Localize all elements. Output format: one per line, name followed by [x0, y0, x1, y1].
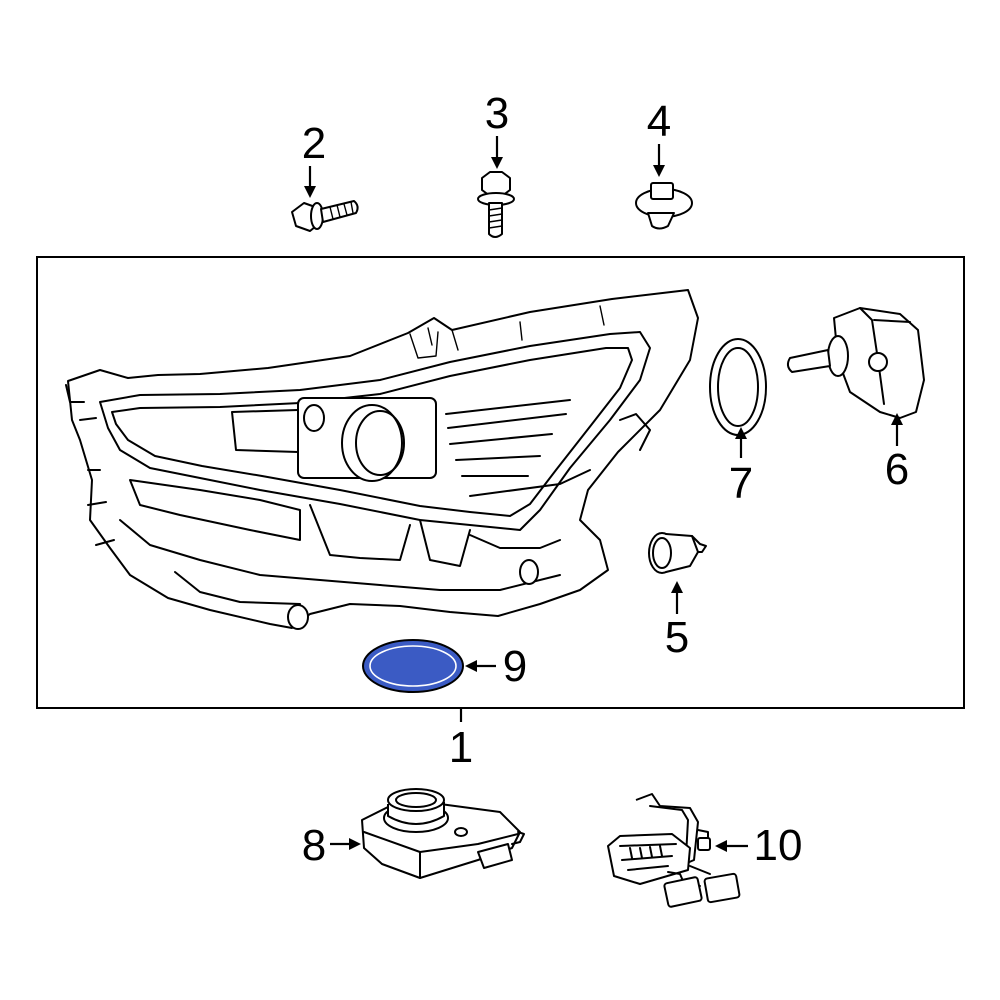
callout-4: 4 [647, 97, 671, 146]
callout-5-arrow [671, 581, 683, 614]
callout-8-arrow [330, 838, 361, 850]
callout-9-arrow [465, 660, 496, 672]
callout-3: 3 [485, 89, 509, 138]
callout-9: 9 [503, 642, 527, 691]
callout-2: 2 [302, 119, 326, 168]
part-3-bolt[interactable] [477, 171, 515, 238]
callout-7-arrow [735, 427, 747, 458]
headlamp-assembly[interactable] [65, 289, 699, 630]
part-10-wiring-harness[interactable] [607, 793, 741, 908]
callout-5: 5 [665, 613, 689, 662]
callout-8: 8 [302, 821, 326, 870]
callout-10-arrow [715, 840, 748, 852]
part-6-bulb-socket[interactable] [786, 307, 925, 419]
callout-3-arrow [491, 136, 503, 169]
part-8-driver-module[interactable] [361, 788, 525, 879]
callout-6-arrow [891, 413, 903, 446]
part-5-bulb[interactable] [648, 532, 707, 574]
assembly-box [36, 256, 965, 709]
part-4-clip[interactable] [635, 182, 693, 230]
part-9-gasket[interactable] [362, 639, 464, 693]
callout-7: 7 [729, 459, 753, 508]
part-7-seal-ring[interactable] [709, 338, 767, 436]
part-2-bolt[interactable] [291, 200, 359, 232]
callout-2-arrow [304, 166, 316, 198]
callout-1: 1 [449, 723, 473, 772]
callout-4-arrow [653, 144, 665, 177]
callout-6: 6 [885, 445, 909, 494]
callout-10: 10 [754, 821, 803, 870]
